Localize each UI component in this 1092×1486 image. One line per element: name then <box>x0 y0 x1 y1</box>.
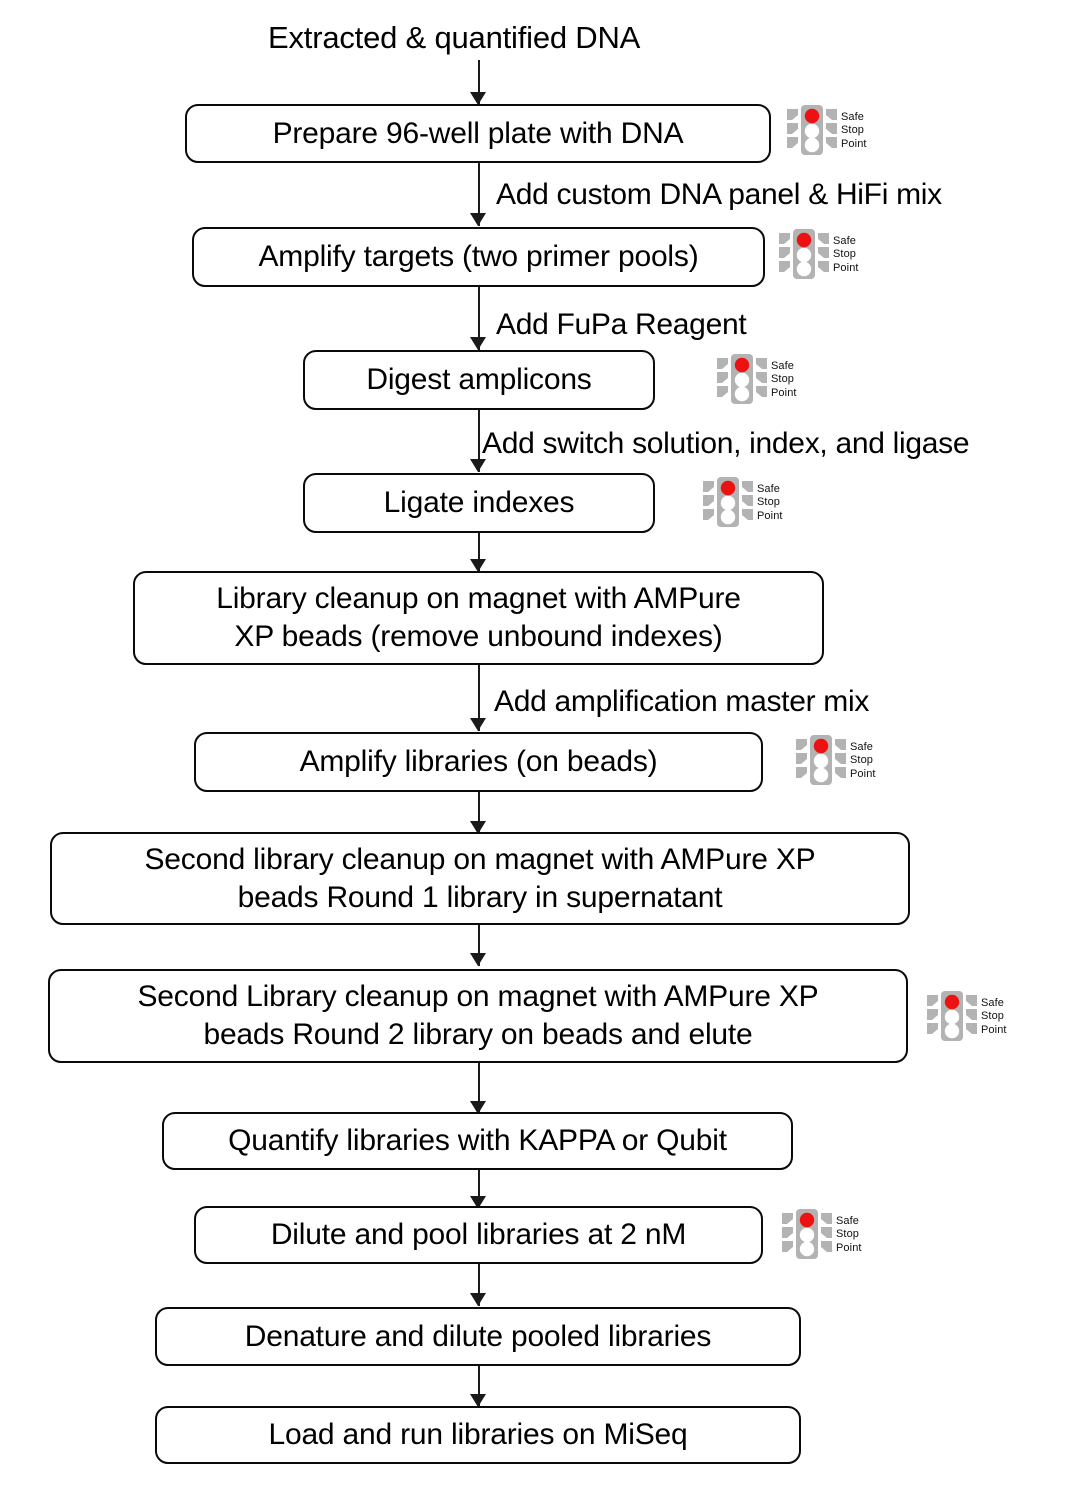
node-denature-and-dilute[interactable]: Denature and dilute pooled libraries <box>155 1307 801 1366</box>
ssp-line-2: Stop <box>833 248 857 261</box>
ssp-line-3: Point <box>836 1241 862 1254</box>
node-prepare-96-well-plate[interactable]: Prepare 96-well plate with DNA <box>185 104 771 163</box>
ssp-line-3: Point <box>757 509 783 522</box>
traffic-light-icon <box>927 991 977 1041</box>
ssp-line-2: Stop <box>841 124 865 137</box>
safe-stop-point-marker: Safe Stop Point <box>703 476 783 530</box>
ssp-line-3: Point <box>833 261 859 274</box>
ssp-line-1: Safe <box>757 482 781 495</box>
node-label: Load and run libraries on MiSeq <box>268 1418 688 1451</box>
edge-n8-n9 <box>478 1063 480 1114</box>
ssp-line-2: Stop <box>771 373 795 386</box>
node-second-library-cleanup-round2[interactable]: Second Library cleanup on magnet with AM… <box>48 969 908 1063</box>
node-second-library-cleanup-round1[interactable]: Second library cleanup on magnet with AM… <box>50 832 910 925</box>
node-label: Quantify libraries with KAPPA or Qubit <box>228 1124 727 1157</box>
edge-n5-n6 <box>478 665 480 731</box>
safe-stop-point-text: Safe Stop Point <box>771 360 797 401</box>
traffic-light-icon <box>717 354 767 404</box>
node-label: Digest amplicons <box>366 363 592 396</box>
safe-stop-point-text: Safe Stop Point <box>757 483 783 524</box>
safe-stop-point-marker: Safe Stop Point <box>787 104 867 158</box>
edge-n7-n8 <box>478 924 480 966</box>
node-label: Library cleanup on magnet with AMPure XP… <box>216 582 741 653</box>
node-label: Amplify libraries (on beads) <box>299 745 658 778</box>
node-label: Denature and dilute pooled libraries <box>244 1319 712 1353</box>
edge-label-n1-n2: Add custom DNA panel & HiFi mix <box>496 178 942 211</box>
ssp-line-2: Stop <box>757 496 781 509</box>
ssp-line-2: Stop <box>836 1228 860 1241</box>
traffic-light-icon <box>779 229 829 279</box>
node-label: Ligate indexes <box>383 486 575 519</box>
node-digest-amplicons[interactable]: Digest amplicons <box>303 350 655 410</box>
arrowhead-n5-n6 <box>470 718 486 731</box>
node-amplify-libraries[interactable]: Amplify libraries (on beads) <box>194 732 763 792</box>
edge-start-n1 <box>478 60 480 104</box>
safe-stop-point-marker: Safe Stop Point <box>779 228 859 282</box>
arrowhead-n8-n9 <box>470 1101 486 1114</box>
safe-stop-point-marker: Safe Stop Point <box>717 353 797 407</box>
safe-stop-point-text: Safe Stop Point <box>981 997 1007 1038</box>
node-label: Second Library cleanup on magnet with AM… <box>137 980 819 1051</box>
arrowhead-n2-n3 <box>470 337 486 350</box>
edge-n2-n3 <box>478 287 480 350</box>
arrowhead-n10-n11 <box>470 1293 486 1306</box>
edge-label-n5-n6: Add amplification master mix <box>494 685 870 718</box>
traffic-light-icon <box>796 735 846 785</box>
safe-stop-point-text: Safe Stop Point <box>841 111 867 152</box>
ssp-line-3: Point <box>841 137 867 150</box>
node-amplify-targets[interactable]: Amplify targets (two primer pools) <box>192 227 765 287</box>
node-ligate-indexes[interactable]: Ligate indexes <box>303 473 655 533</box>
traffic-light-icon <box>703 477 753 527</box>
node-load-and-run-miseq[interactable]: Load and run libraries on MiSeq <box>155 1406 801 1464</box>
edge-n3-n4 <box>478 410 480 472</box>
ssp-line-3: Point <box>981 1023 1007 1036</box>
safe-stop-point-text: Safe Stop Point <box>836 1215 862 1256</box>
ssp-line-1: Safe <box>771 359 795 372</box>
traffic-light-icon <box>782 1209 832 1259</box>
node-label: Dilute and pool libraries at 2 nM <box>270 1218 687 1251</box>
traffic-light-icon <box>787 105 837 155</box>
arrowhead-n1-n2 <box>470 213 486 226</box>
safe-stop-point-marker: Safe Stop Point <box>796 734 876 788</box>
arrowhead-n11-n12 <box>470 1394 486 1407</box>
ssp-line-1: Safe <box>836 1214 860 1227</box>
node-dilute-and-pool[interactable]: Dilute and pool libraries at 2 nM <box>194 1206 763 1264</box>
edge-label-n3-n4: Add switch solution, index, and ligase <box>482 427 970 460</box>
ssp-line-1: Safe <box>981 996 1005 1009</box>
node-label: Amplify targets (two primer pools) <box>258 240 699 273</box>
arrowhead-n3-n4 <box>470 459 486 472</box>
node-quantify-libraries[interactable]: Quantify libraries with KAPPA or Qubit <box>162 1112 793 1170</box>
ssp-line-1: Safe <box>850 740 874 753</box>
edge-n6-n7 <box>478 792 480 834</box>
arrowhead-start-n1 <box>470 92 486 105</box>
edge-n11-n12 <box>478 1366 480 1407</box>
ssp-line-1: Safe <box>833 234 857 247</box>
edge-n4-n5 <box>478 533 480 572</box>
ssp-line-3: Point <box>850 767 876 780</box>
ssp-line-2: Stop <box>850 754 874 767</box>
ssp-line-3: Point <box>771 386 797 399</box>
arrowhead-n7-n8 <box>470 953 486 966</box>
node-label: Second library cleanup on magnet with AM… <box>144 842 816 914</box>
arrowhead-n4-n5 <box>470 559 486 572</box>
edge-n1-n2 <box>478 163 480 226</box>
safe-stop-point-text: Safe Stop Point <box>850 741 876 782</box>
edge-n9-n10 <box>478 1169 480 1209</box>
start-label: Extracted & quantified DNA <box>268 20 641 55</box>
arrowhead-n6-n7 <box>470 821 486 834</box>
safe-stop-point-marker: Safe Stop Point <box>782 1208 862 1262</box>
safe-stop-point-marker: Safe Stop Point <box>927 990 1007 1044</box>
safe-stop-point-text: Safe Stop Point <box>833 235 859 276</box>
node-label: Prepare 96-well plate with DNA <box>272 116 684 150</box>
edge-label-n2-n3: Add FuPa Reagent <box>496 308 747 341</box>
edge-n10-n11 <box>478 1263 480 1306</box>
ssp-line-2: Stop <box>981 1010 1005 1023</box>
arrowhead-n9-n10 <box>470 1196 486 1209</box>
node-library-cleanup[interactable]: Library cleanup on magnet with AMPure XP… <box>133 571 824 665</box>
ssp-line-1: Safe <box>841 110 865 123</box>
